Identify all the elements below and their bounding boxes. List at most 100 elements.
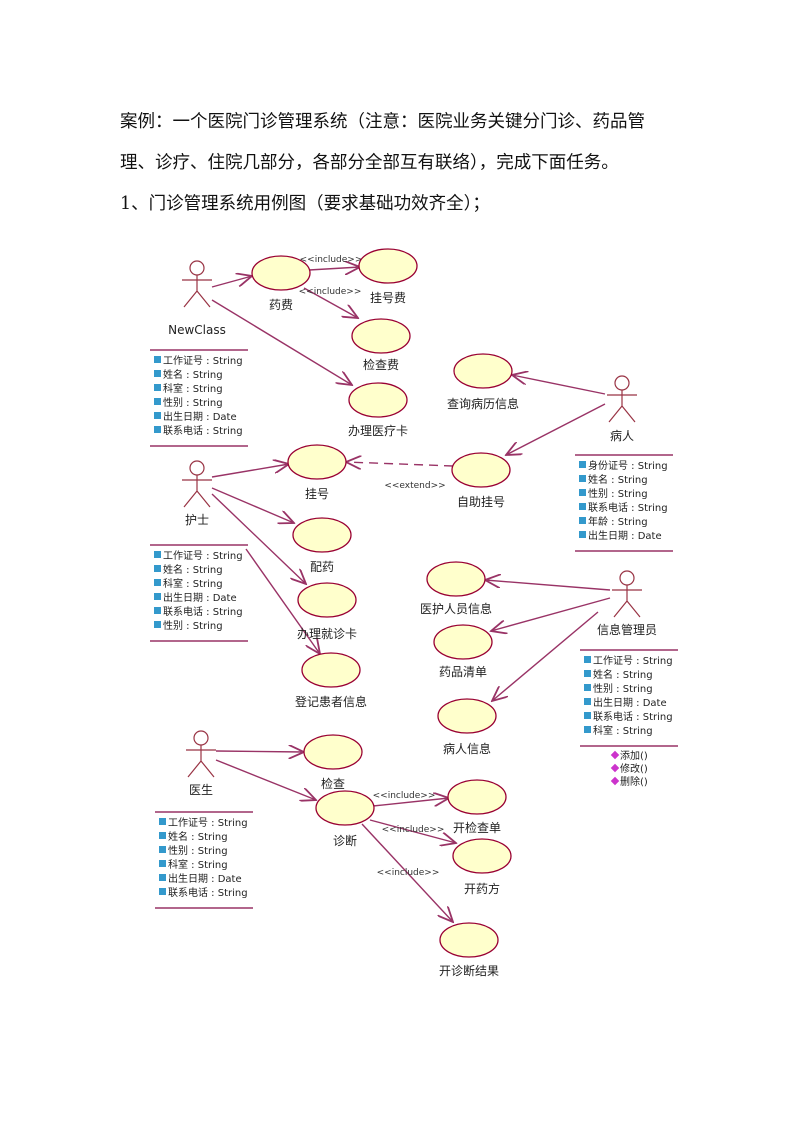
use-case-label: 办理就诊卡 — [297, 626, 357, 641]
use-case-label: 开诊断结果 — [439, 963, 499, 978]
assoc-nurse-register — [211, 464, 289, 478]
stereotype-label: <<include>> — [373, 791, 436, 801]
include-examorder — [372, 798, 449, 807]
include-regfee — [308, 267, 360, 270]
assoc-admin-drug — [491, 597, 611, 631]
attribute-icon — [584, 726, 591, 733]
attribute-icon — [154, 607, 161, 614]
use-case-patient-reg[interactable] — [301, 652, 361, 688]
attribute-icon — [584, 698, 591, 705]
attribute-icon — [154, 426, 161, 433]
attribute-icon — [159, 860, 166, 867]
use-case-med-card[interactable] — [348, 382, 408, 418]
assoc-nurse-patientreg — [245, 548, 320, 654]
attribute-icon — [584, 684, 591, 691]
actor-icon — [182, 475, 212, 508]
attribute: 出生日期 : Date — [163, 591, 237, 604]
use-case-label: 查询病历信息 — [447, 396, 519, 411]
include-diagresult — [361, 823, 453, 922]
assoc-newclass-medcard — [211, 299, 352, 385]
attribute-icon — [579, 531, 586, 538]
attribute: 工作证号 : String — [593, 655, 673, 667]
actor-icon — [612, 585, 642, 618]
attribute-icon — [159, 832, 166, 839]
include-prescribe — [369, 819, 456, 843]
use-case-label: 办理医疗卡 — [348, 423, 408, 438]
use-case-label: 挂号 — [305, 487, 329, 501]
use-case-self-register[interactable] — [451, 452, 511, 488]
use-case-diagnose[interactable] — [315, 790, 375, 826]
operation: 添加() — [620, 749, 648, 762]
assoc-newclass-drugfee — [211, 276, 252, 288]
attribute: 姓名 : String — [163, 368, 223, 381]
use-case-patient-info[interactable] — [437, 698, 497, 734]
attribute: 科室 : String — [593, 724, 653, 737]
use-case-exam[interactable] — [303, 734, 363, 770]
attribute: 联系电话 : String — [163, 424, 243, 437]
operation: 修改() — [620, 762, 648, 775]
attribute-icon — [154, 412, 161, 419]
use-case-label: 开检查单 — [453, 820, 501, 835]
use-case-label: 自助挂号 — [457, 495, 505, 509]
attribute-icon — [579, 489, 586, 496]
use-case-label: 检查 — [321, 776, 345, 791]
use-case-label: 挂号费 — [370, 291, 406, 305]
use-case-diag-result[interactable] — [439, 922, 499, 958]
attribute-icon — [579, 517, 586, 524]
actor-name: 医生 — [189, 783, 213, 797]
use-case-visit-card[interactable] — [297, 582, 357, 618]
attribute: 联系电话 : String — [168, 886, 248, 899]
use-case-dispense[interactable] — [292, 517, 352, 553]
attribute-icon — [579, 503, 586, 510]
attribute-icon — [584, 656, 591, 663]
use-case-exam-order[interactable] — [447, 779, 507, 815]
attribute: 身份证号 : String — [588, 459, 668, 472]
use-case-register[interactable] — [287, 444, 347, 480]
assoc-nurse-visitcard — [211, 493, 306, 584]
operation-icon — [610, 750, 620, 760]
use-case-prescribe[interactable] — [452, 838, 512, 874]
use-case-reg-fee[interactable] — [358, 248, 418, 284]
actor-name: 病人 — [610, 428, 634, 443]
use-case-drug-list[interactable] — [433, 624, 493, 660]
assoc-patient-selfreg — [506, 403, 606, 455]
use-case-staff-info[interactable] — [426, 561, 486, 597]
attribute: 联系电话 : String — [593, 710, 673, 723]
attribute: 联系电话 : String — [163, 605, 243, 618]
use-case-query-record[interactable] — [453, 353, 513, 389]
use-case-label: 诊断 — [333, 833, 357, 848]
attribute: 科室 : String — [163, 382, 223, 395]
stereotype-label: <<include>> — [300, 255, 363, 265]
assoc-patient-query — [512, 375, 606, 395]
use-case-label: 检查费 — [363, 357, 399, 372]
attribute-icon — [584, 670, 591, 677]
associations — [211, 267, 611, 922]
attribute: 出生日期 : Date — [168, 872, 242, 885]
operation: 删除() — [620, 775, 648, 788]
include-examfee — [303, 287, 358, 318]
extend-register — [346, 462, 454, 466]
paragraph-3: 1、门诊管理系统用例图（要求基础功效齐全）； — [120, 194, 490, 214]
operation-icon — [610, 776, 620, 786]
use-case-exam-fee[interactable] — [351, 318, 411, 354]
attribute: 性别 : String — [593, 682, 653, 695]
stereotype-label: <<extend>> — [384, 481, 445, 491]
attribute-icon — [154, 370, 161, 377]
use-case-drug-fee[interactable] — [251, 255, 311, 291]
actor-name: NewClass — [168, 323, 226, 337]
attribute-icon — [154, 565, 161, 572]
attribute-icon — [154, 384, 161, 391]
attribute: 科室 : String — [168, 858, 228, 871]
stereotype-label: <<include>> — [377, 868, 440, 878]
use-case-label: 开药方 — [464, 881, 500, 896]
attribute-icon — [579, 475, 586, 482]
attribute: 科室 : String — [163, 577, 223, 590]
attribute: 性别 : String — [163, 619, 223, 632]
paragraph-1: 案例：一个医院门诊管理系统（注意：医院业务关键分门诊、药品管 — [120, 112, 645, 132]
